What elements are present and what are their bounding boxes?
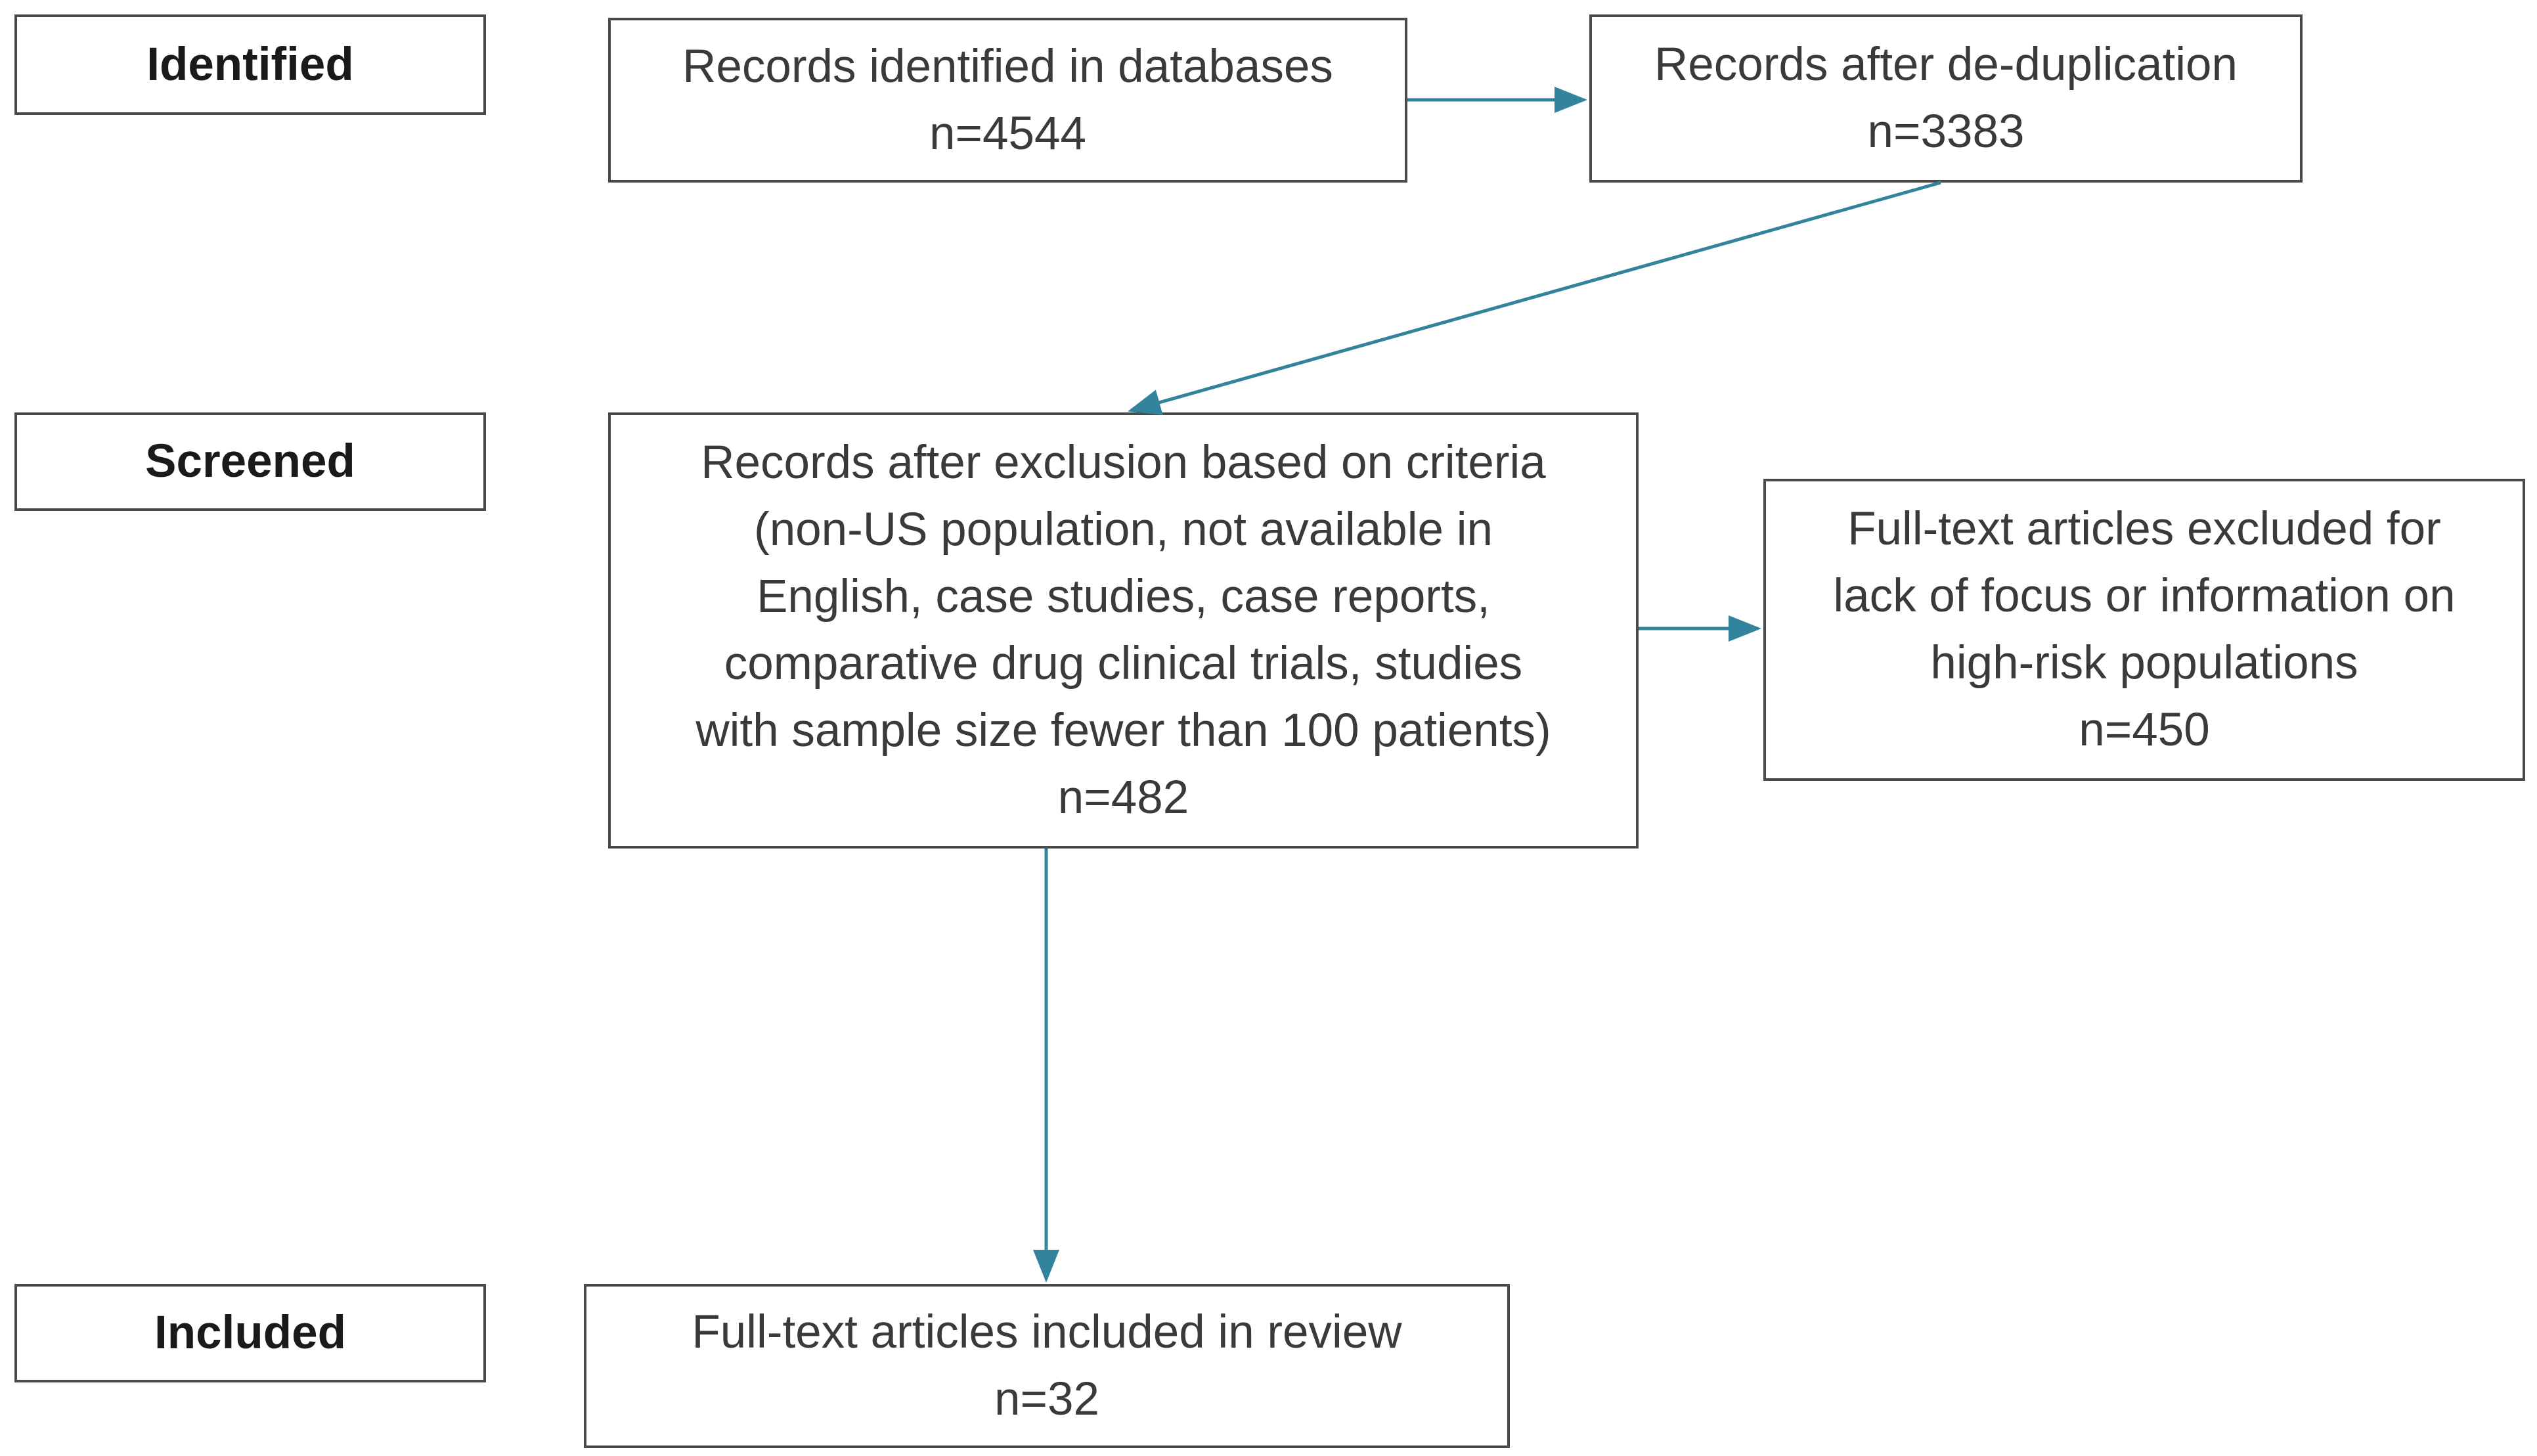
after-exclusion-box: Records after exclusion based on criteri… xyxy=(608,412,1639,849)
stage-label-included: Included xyxy=(14,1284,486,1382)
stage-label-included-text: Included xyxy=(154,1307,346,1359)
included-review-box: Full-text articles included in review n=… xyxy=(584,1284,1510,1448)
after-dedup-box: Records after de-duplication n=3383 xyxy=(1589,14,2303,183)
after-exclusion-line-2: (non-US population, not available in xyxy=(754,504,1493,556)
after-exclusion-line-5: with sample size fewer than 100 patients… xyxy=(695,705,1551,757)
stage-label-identified: Identified xyxy=(14,14,486,115)
after-dedup-label: Records after de-duplication xyxy=(1654,39,2238,91)
excluded-fulltext-line-2: lack of focus or information on xyxy=(1833,570,2456,622)
records-identified-label: Records identified in databases xyxy=(682,40,1333,93)
stage-label-screened-text: Screened xyxy=(145,435,355,487)
stage-label-screened: Screened xyxy=(14,412,486,511)
excluded-fulltext-count: n=450 xyxy=(2079,704,2210,756)
excluded-fulltext-box: Full-text articles excluded for lack of … xyxy=(1763,479,2525,781)
stage-label-identified-text: Identified xyxy=(146,38,354,91)
after-exclusion-line-1: Records after exclusion based on criteri… xyxy=(701,437,1546,489)
excluded-fulltext-line-3: high-risk populations xyxy=(1930,637,2358,689)
included-review-count: n=32 xyxy=(994,1373,1099,1425)
after-exclusion-count: n=482 xyxy=(1057,772,1189,824)
records-identified-count: n=4544 xyxy=(929,107,1086,160)
after-exclusion-line-4: comparative drug clinical trials, studie… xyxy=(724,638,1523,690)
after-exclusion-line-3: English, case studies, case reports, xyxy=(757,571,1490,623)
arrow-dedup-to-exclusion xyxy=(1128,181,1941,416)
excluded-fulltext-line-1: Full-text articles excluded for xyxy=(1847,503,2441,555)
records-identified-box: Records identified in databases n=4544 xyxy=(608,18,1407,183)
included-review-label: Full-text articles included in review xyxy=(692,1306,1402,1358)
after-dedup-count: n=3383 xyxy=(1867,106,2025,158)
